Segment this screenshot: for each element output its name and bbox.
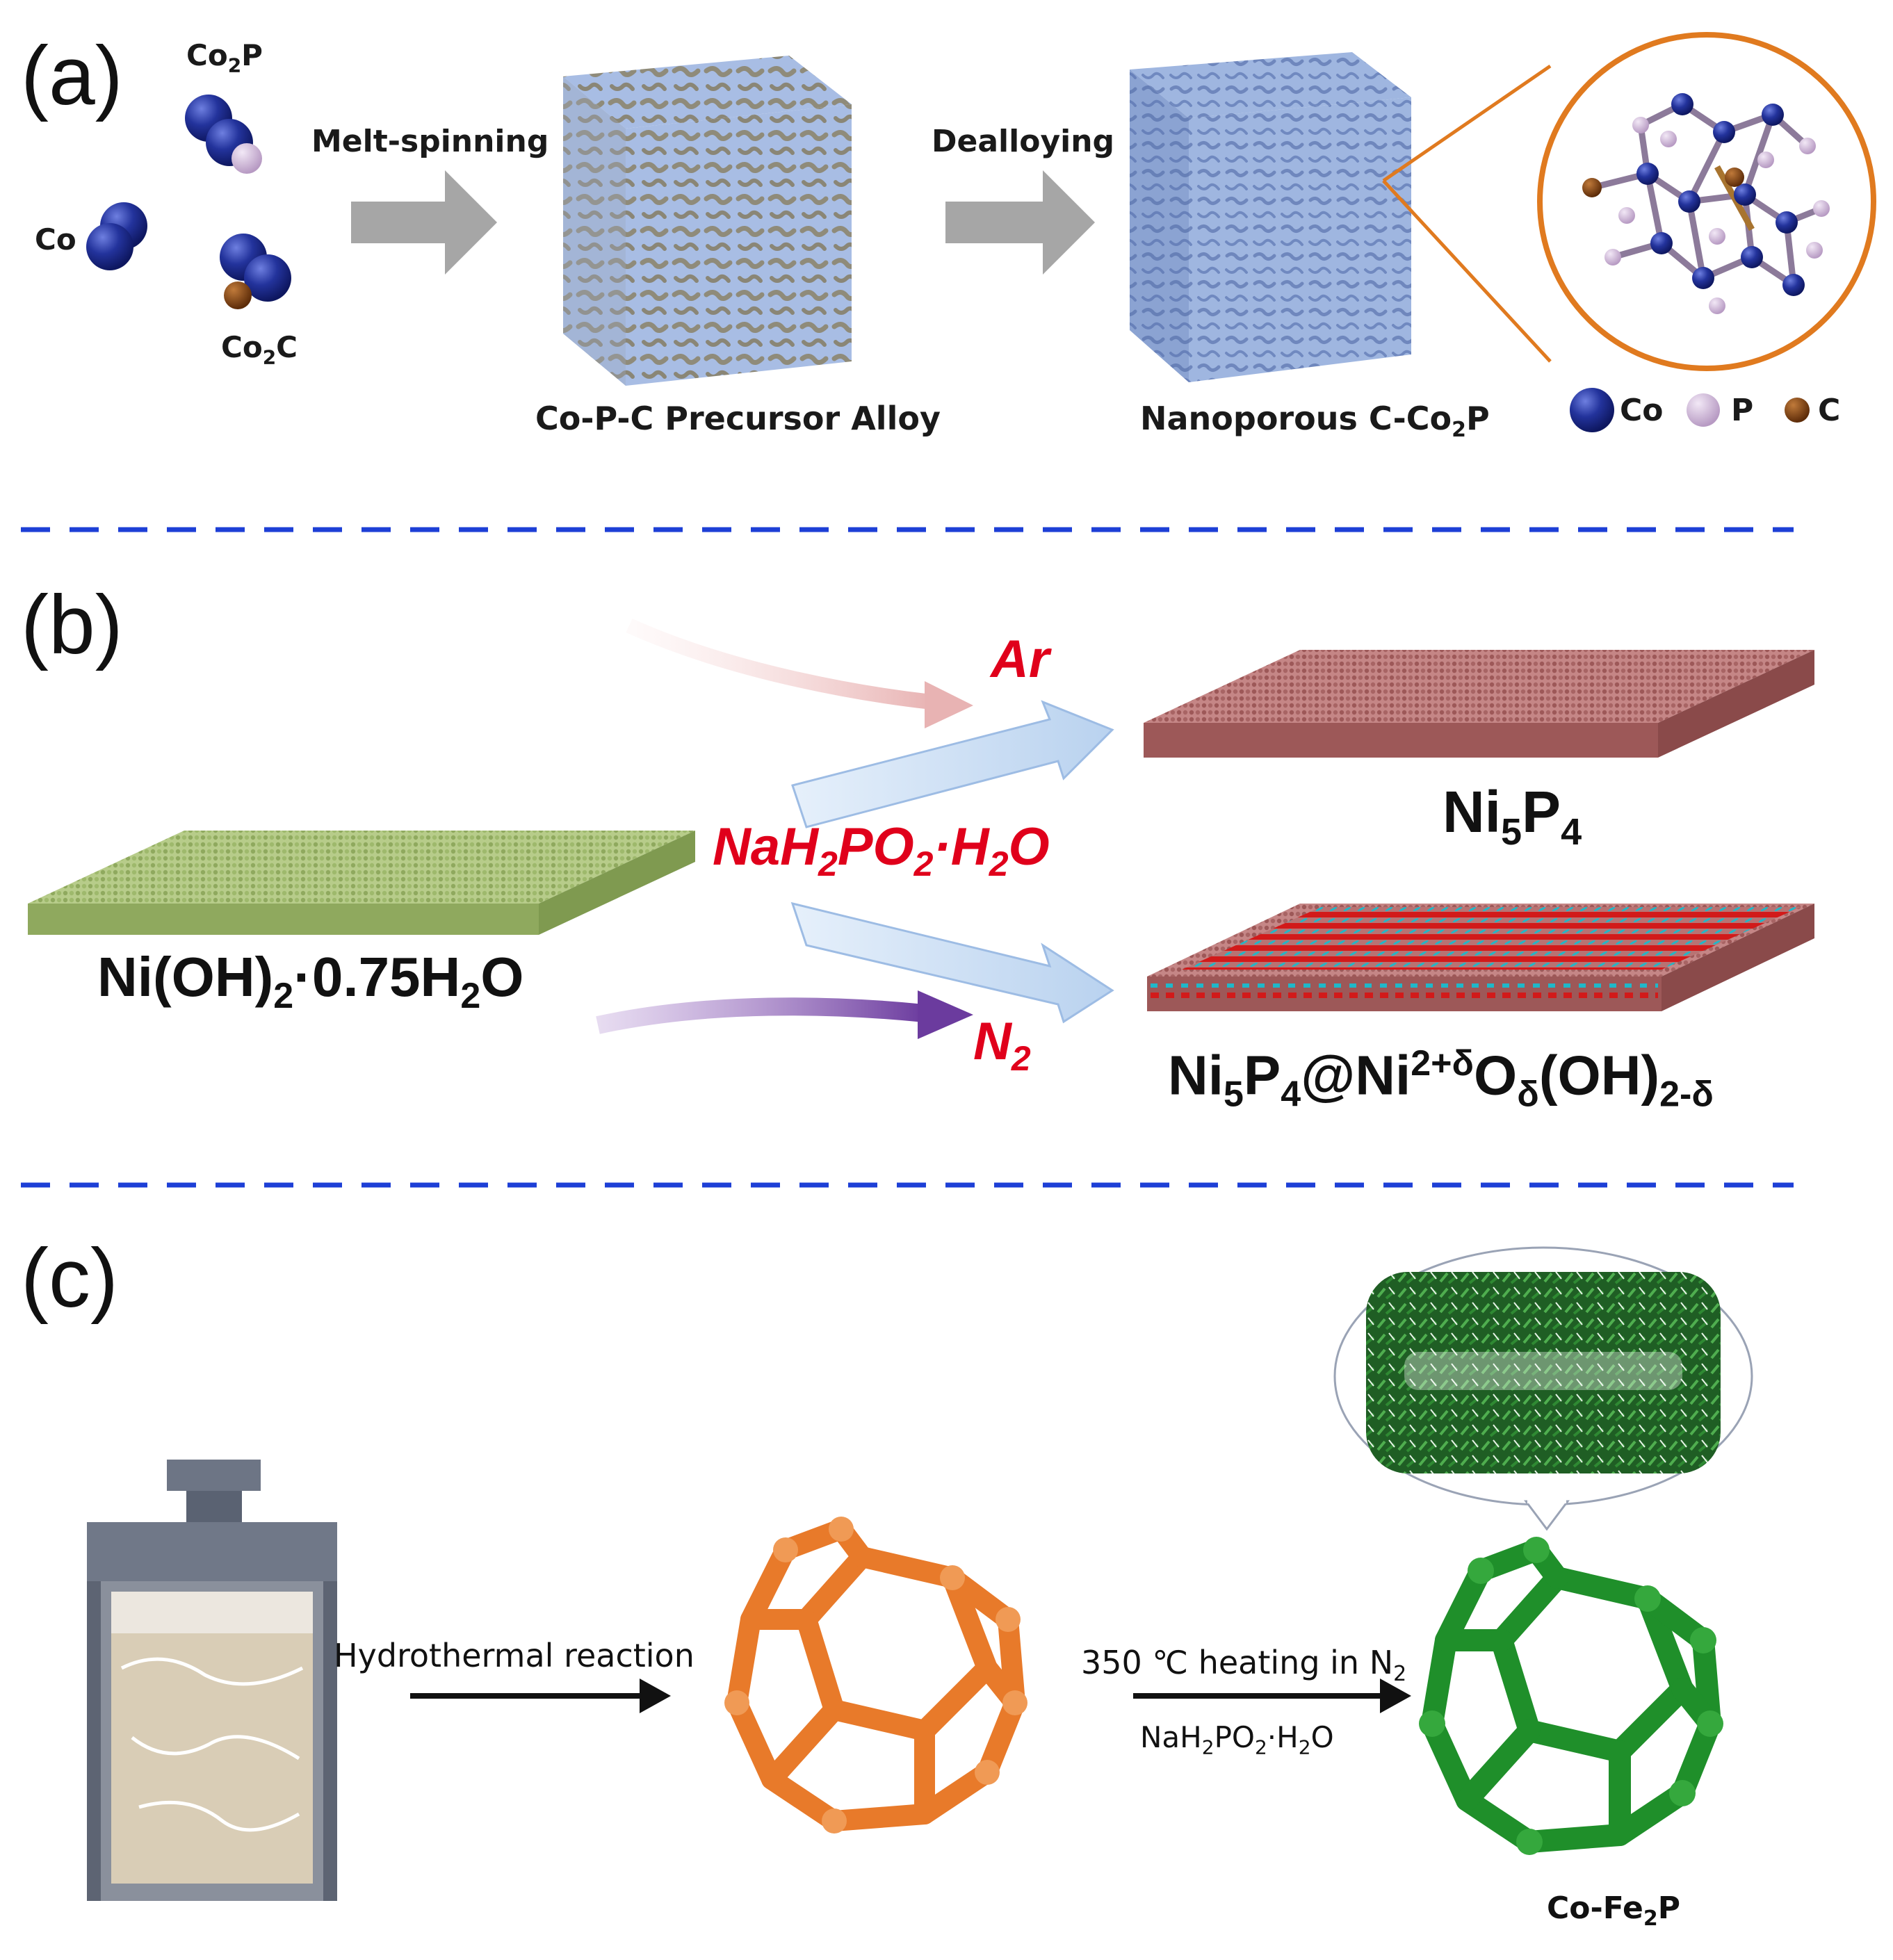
upper-blue-arrow (791, 700, 1114, 828)
orange-dodecahedron-cage (726, 1519, 1025, 1831)
hydrothermal-label: Hydrothermal reaction (334, 1637, 694, 1674)
ni5p4-sheet (1144, 650, 1814, 758)
ar-arc-arrow (626, 618, 933, 710)
panel-c-label: (c) (21, 1232, 118, 1325)
co2p-label: Co2P (186, 38, 263, 77)
nanosheet-callout (1333, 1246, 1753, 1531)
legend-p-atom (1687, 393, 1720, 427)
orange-cage-knobs (724, 1517, 1027, 1834)
ni5p4-oxyhydroxide-label: Ni5P4@Ni2+δOδ(OH)2-δ (1168, 1043, 1714, 1115)
panel-b-label: (b) (21, 578, 123, 671)
precursor-cube (563, 56, 852, 386)
co2c-label: Co2C (221, 330, 298, 369)
co-fe2p-label: Co-Fe2P (1547, 1890, 1681, 1931)
co2c-molecule (220, 234, 291, 309)
green-cage-knobs (1419, 1537, 1723, 1855)
melt-spinning-label: Melt-spinning (311, 124, 549, 159)
starting-material-label: Ni(OH)2·0.75H2O (97, 946, 524, 1016)
dealloying-arrow (945, 170, 1095, 275)
legend-co-label: Co (1620, 393, 1664, 428)
reagent-label: NaH2PO2·H2O (713, 817, 1050, 884)
crystal-atoms (1582, 93, 1830, 314)
co-molecule (86, 202, 147, 270)
ar-label: Ar (991, 630, 1050, 689)
nanoporous-label: Nanoporous C-Co2P (1140, 400, 1490, 443)
panel-a-label: (a) (21, 29, 123, 122)
legend-c-label: C (1818, 393, 1841, 428)
co-label: Co (35, 222, 76, 256)
ni-hydroxide-sheet (28, 831, 695, 935)
ni5p4-oxyhydroxide-sheet (1147, 904, 1814, 1011)
autoclave-icon (87, 1460, 337, 1901)
melt-spinning-arrow (351, 170, 497, 275)
nah2po2-label: NaH2PO2·H2O (1140, 1720, 1334, 1759)
legend-p-label: P (1731, 393, 1754, 428)
n2-arc-arrow (596, 997, 926, 1034)
nanoporous-cube (1130, 52, 1411, 382)
precursor-alloy-label: Co-P-C Precursor Alloy (535, 400, 941, 437)
heating-label: 350 ℃ heating in N2 (1081, 1644, 1407, 1687)
legend-c-atom (1785, 398, 1810, 423)
co2p-molecule (185, 95, 262, 174)
legend-co-atom (1570, 388, 1614, 432)
lower-blue-arrow (790, 901, 1114, 1024)
n2-label: N2 (973, 1012, 1031, 1079)
ni5p4-label: Ni5P4 (1443, 779, 1582, 853)
green-dodecahedron-cage (1421, 1539, 1721, 1853)
dealloying-label: Dealloying (932, 124, 1115, 159)
